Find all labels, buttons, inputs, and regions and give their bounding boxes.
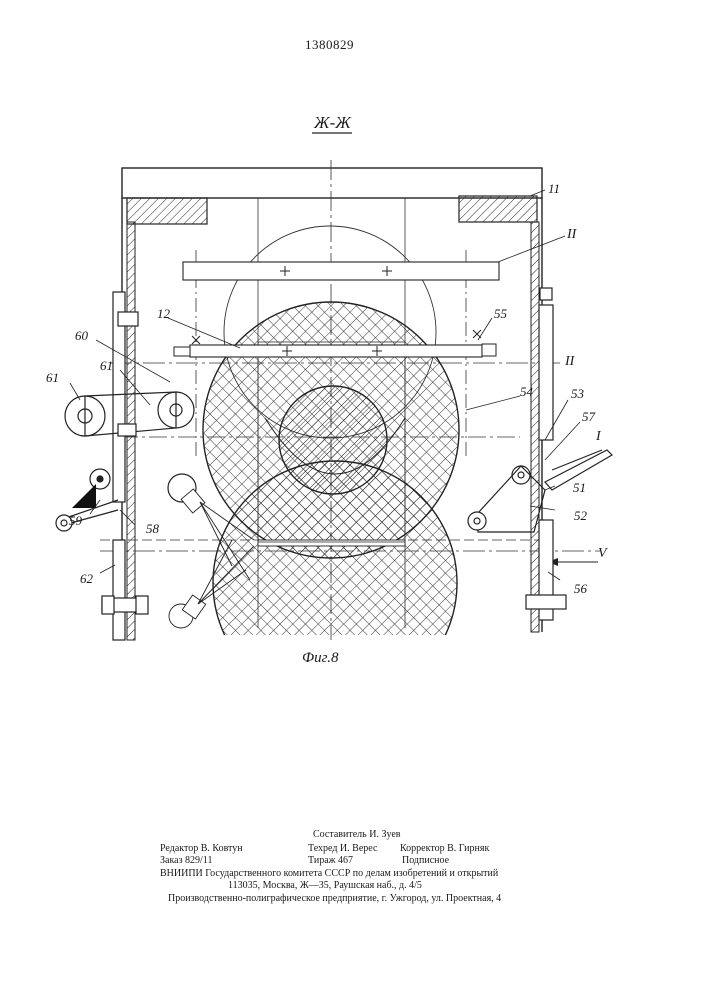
callout-60: 60 xyxy=(75,328,89,343)
roll-shaft xyxy=(279,386,387,494)
callout-59: 59 xyxy=(69,513,83,528)
mid-bar xyxy=(190,345,482,357)
callout-12: 12 xyxy=(157,306,171,321)
imprint-techred: Техред И. Верес xyxy=(308,843,377,855)
right-top-beam xyxy=(459,196,537,222)
callout-61-left: 61 xyxy=(46,370,59,385)
upper-bar xyxy=(183,262,499,280)
right-mechanism xyxy=(468,288,612,620)
left-wedge xyxy=(72,484,96,508)
callout-I: I xyxy=(595,429,602,444)
imprint-subscription: Подписное xyxy=(402,855,449,867)
right-wall xyxy=(531,222,539,632)
callout-62: 62 xyxy=(80,571,94,586)
roll-assembly xyxy=(203,302,459,705)
imprint-order: Заказ 829/11 xyxy=(160,855,212,867)
roll-gap-band xyxy=(258,540,405,546)
imprint-institute: ВНИИПИ Государственного комитета СССР по… xyxy=(160,868,498,880)
callout-58: 58 xyxy=(146,521,160,536)
callout-55: 55 xyxy=(494,306,508,321)
callout-V: V xyxy=(598,546,608,561)
imprint-corrector: Корректор В. Гирняк xyxy=(400,843,489,855)
imprint-printer: Производственно-полиграфическое предприя… xyxy=(168,893,501,905)
callout-53: 53 xyxy=(571,386,585,401)
callout-52: 52 xyxy=(574,508,588,523)
callout-II-top: II xyxy=(566,227,578,242)
callout-51: 51 xyxy=(573,480,586,495)
callout-57: 57 xyxy=(582,409,596,424)
mid-bar-nut-left xyxy=(174,347,190,356)
mid-bar-nut-right xyxy=(482,344,496,356)
lower-roll xyxy=(213,461,457,705)
left-mechanism xyxy=(56,292,196,640)
callout-54: 54 xyxy=(520,384,534,399)
callout-56: 56 xyxy=(574,581,588,596)
callout-II-mid: II xyxy=(564,354,576,369)
left-top-beam xyxy=(127,198,207,224)
figure-caption: Фиг.8 xyxy=(302,650,338,667)
callout-61-right: 61 xyxy=(100,358,113,373)
imprint-compiler: Составитель И. Зуев xyxy=(313,829,400,841)
callout-11: 11 xyxy=(548,181,560,196)
imprint-editor: Редактор В. Ковтун xyxy=(160,843,243,855)
imprint-circulation: Тираж 467 xyxy=(308,855,353,867)
imprint-address: 113035, Москва, Ж—35, Раушская наб., д. … xyxy=(228,880,422,892)
